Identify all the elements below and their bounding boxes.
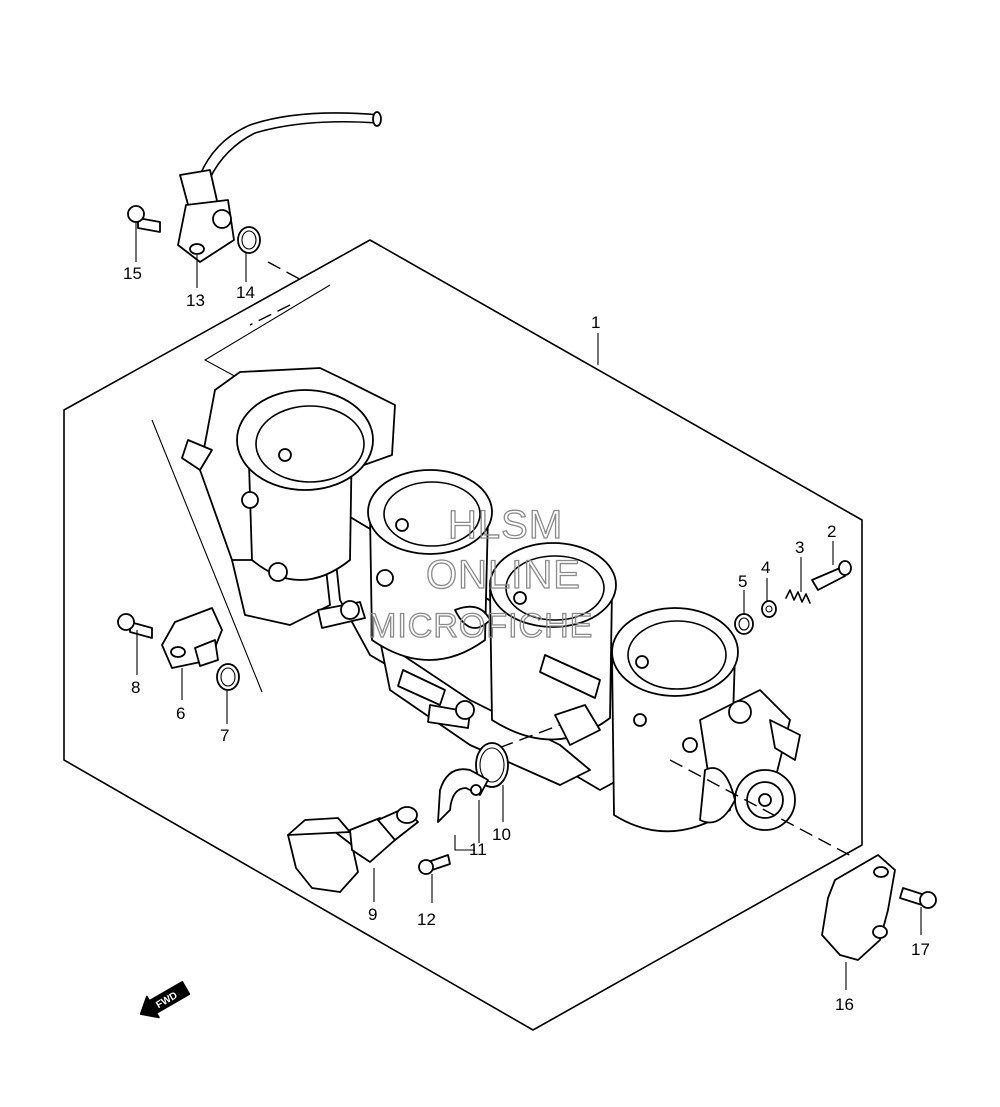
part-label-17: 17 bbox=[911, 940, 930, 959]
washer-4 bbox=[761, 600, 777, 618]
watermark-line-1: HLSM bbox=[448, 503, 563, 547]
screw-12 bbox=[418, 854, 451, 875]
o-ring-10 bbox=[475, 742, 509, 788]
part-label-16: 16 bbox=[835, 995, 854, 1014]
throttle-body bbox=[181, 367, 801, 833]
screw-2 bbox=[811, 560, 852, 591]
screw-8 bbox=[117, 613, 153, 639]
spring-3 bbox=[785, 589, 811, 604]
part-label-12: 12 bbox=[417, 910, 436, 929]
part-label-1: 1 bbox=[591, 313, 600, 332]
screw-15 bbox=[127, 205, 161, 233]
leader-lines bbox=[135, 222, 922, 990]
part-label-5: 5 bbox=[738, 572, 747, 591]
o-ring-5 bbox=[734, 613, 754, 635]
part-label-10: 10 bbox=[492, 825, 511, 844]
watermark-line-2: ONLINE bbox=[426, 553, 581, 597]
part-label-7: 7 bbox=[220, 726, 229, 745]
part-label-3: 3 bbox=[795, 538, 804, 557]
assembly-line bbox=[479, 724, 561, 756]
screw-17 bbox=[899, 887, 937, 909]
part-label-6: 6 bbox=[176, 704, 185, 723]
part-label-9: 9 bbox=[368, 905, 377, 924]
watermark: HLSM ONLINE MICROFICHE bbox=[367, 502, 593, 645]
part-label-11: 11 bbox=[469, 840, 487, 859]
assembly-line bbox=[249, 304, 291, 326]
part-label-8: 8 bbox=[131, 678, 140, 697]
part-label-2: 2 bbox=[827, 522, 836, 541]
assembly-line bbox=[267, 261, 306, 283]
part-label-15: 15 bbox=[123, 264, 142, 283]
watermark-line-3: MICROFICHE bbox=[368, 607, 593, 645]
assembly-outline bbox=[63, 239, 863, 1031]
throttle-position-sensor bbox=[177, 111, 382, 263]
clip-11 bbox=[437, 768, 489, 823]
idle-speed-control-valve bbox=[287, 806, 419, 893]
assembly-line bbox=[669, 759, 856, 859]
part-label-14: 14 bbox=[236, 283, 255, 302]
sensor-6 bbox=[161, 607, 223, 669]
part-label-13: 13 bbox=[186, 291, 205, 310]
fwd-direction-arrow: FWD bbox=[139, 981, 191, 1019]
part-label-4: 4 bbox=[761, 558, 770, 577]
